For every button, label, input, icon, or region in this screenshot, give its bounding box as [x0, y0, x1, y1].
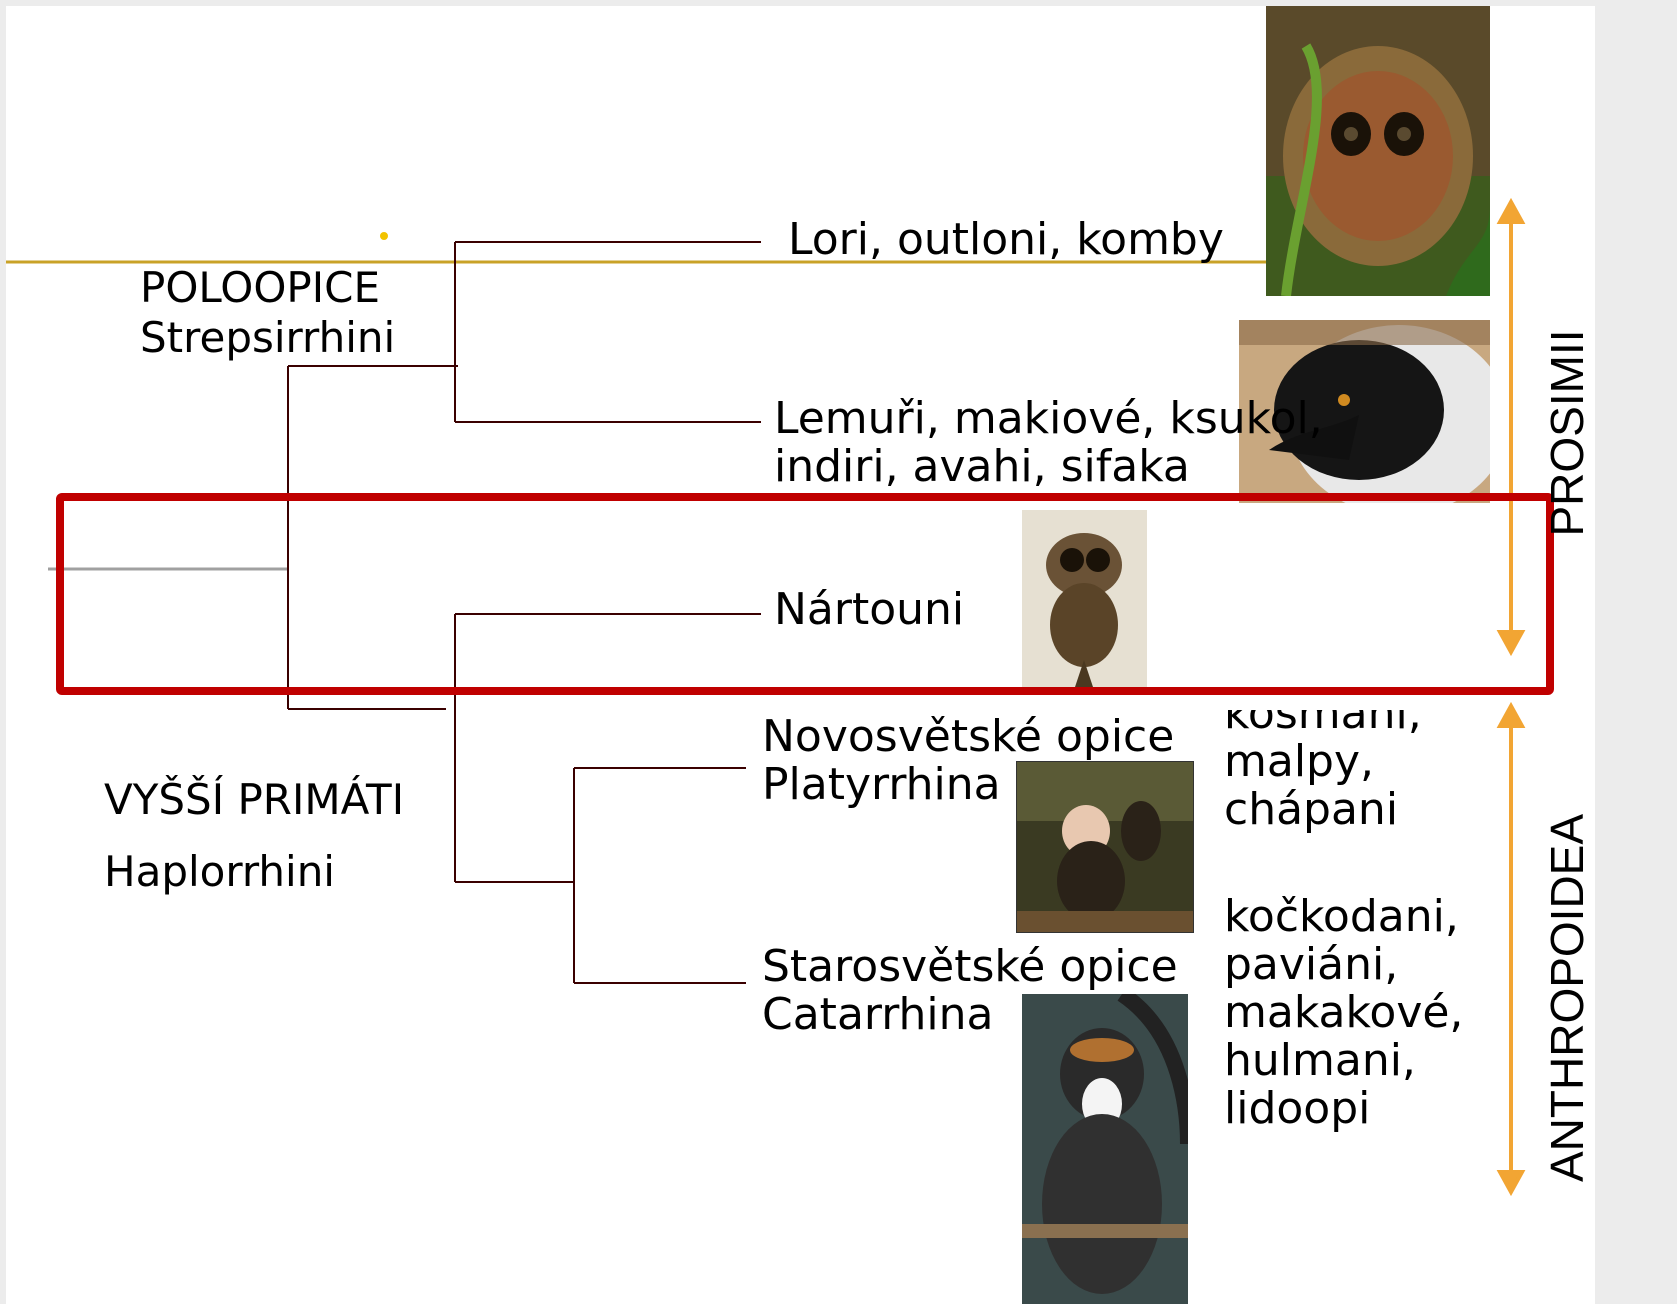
catar-example: kočkodani,: [1224, 891, 1459, 942]
poloopice-latin-label: Strepsirrhini: [140, 313, 396, 362]
platy-example: chápani: [1224, 784, 1399, 835]
catar-example: hulmani,: [1224, 1035, 1416, 1086]
catar-example: lidoopi: [1224, 1083, 1371, 1134]
phylogeny-tree: [6, 197, 1526, 1197]
novosvetske-label-line2: Platyrrhina: [762, 759, 1001, 810]
lemuri-label-line1: Lemuři, makiové, ksukol,: [774, 393, 1323, 444]
catar-example: makakové,: [1224, 987, 1464, 1038]
de-brazza-monkey-photo: [1022, 994, 1188, 1304]
ruffed-lemur-photo: [1239, 320, 1490, 503]
poloopice-czech-label: POLOOPICE: [140, 263, 380, 312]
prosimii-label: PROSIMII: [1541, 329, 1593, 537]
lemuri-label-line2: indiri, avahi, sifaka: [774, 441, 1190, 492]
platy-example: malpy,: [1224, 736, 1375, 787]
anthropoidea-label: ANTHROPOIDEA: [1541, 813, 1593, 1182]
vyssi-latin-label: Haplorrhini: [104, 847, 335, 896]
starosvetske-label-line2: Catarrhina: [762, 989, 994, 1040]
slide: POLOOPICE Strepsirrhini VYŠŠÍ PRIMÁTI Ha…: [6, 6, 1595, 1304]
loris-photo: [1266, 6, 1490, 296]
highlight-box: [56, 493, 1554, 695]
tarsier-photo: [1022, 510, 1147, 690]
starosvetske-label-line1: Starosvětské opice: [762, 941, 1178, 992]
vyssi-czech-label: VYŠŠÍ PRIMÁTI: [104, 775, 405, 824]
lori-label: Lori, outloni, komby: [788, 214, 1224, 265]
platy-example: kosmani,: [1224, 688, 1422, 739]
novosvetske-label-line1: Novosvětské opice: [762, 711, 1175, 762]
nartouni-label: Nártouni: [774, 584, 965, 635]
capuchin-photo: [1016, 761, 1194, 933]
catar-example: paviáni,: [1224, 939, 1399, 990]
